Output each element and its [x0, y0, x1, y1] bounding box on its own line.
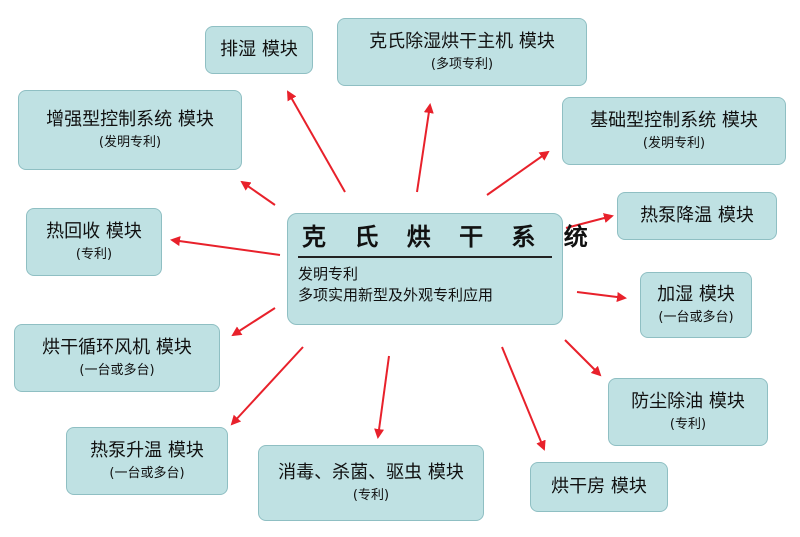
arrow-to-hongganfang [501, 346, 546, 451]
arrow-to-rehuishou [170, 236, 281, 256]
arrow-to-xiaodu [374, 355, 390, 439]
module-paishi: 排湿 模块 [205, 26, 313, 74]
module-xiaodu: 消毒、杀菌、驱虫 模块 (专利) [258, 445, 484, 521]
module-note: (多项专利) [430, 56, 494, 72]
arrow-to-zengqiang [240, 180, 276, 206]
center-line-2: 多项实用新型及外观专利应用 [298, 286, 494, 304]
module-title: 克氏除湿烘干主机 模块 [369, 30, 555, 52]
module-note: (发明专利) [98, 134, 162, 150]
module-title: 热回收 模块 [46, 220, 142, 242]
arrow-to-jiashi [576, 291, 627, 302]
arrow-to-zhuji [416, 103, 434, 193]
module-note: (发明专利) [642, 135, 706, 151]
module-jiangwen: 热泵降温 模块 [617, 192, 777, 240]
center-divider [298, 256, 552, 258]
module-jiashi: 加湿 模块 (一台或多台) [640, 272, 752, 338]
module-title: 防尘除油 模块 [631, 390, 745, 412]
center-title: 克 氏 烘 干 系 统 [302, 223, 598, 251]
module-note: (专利) [352, 487, 390, 503]
module-hongganfang: 烘干房 模块 [530, 462, 668, 512]
module-title: 烘干循环风机 模块 [42, 336, 192, 358]
module-title: 增强型控制系统 模块 [46, 108, 214, 130]
module-note: (专利) [669, 416, 707, 432]
module-title: 加湿 模块 [657, 283, 735, 305]
module-title: 基础型控制系统 模块 [590, 109, 758, 131]
arrow-to-jiangwen [565, 213, 614, 229]
arrow-to-shengwen [230, 346, 304, 426]
module-title: 热泵降温 模块 [640, 205, 754, 226]
module-note: (一台或多台) [658, 309, 734, 325]
center-line-1: 发明专利 [298, 265, 359, 283]
module-jichu: 基础型控制系统 模块 (发明专利) [562, 97, 786, 165]
module-note: (专利) [75, 246, 113, 262]
arrow-to-paishi [287, 90, 346, 193]
center-system-box: 克 氏 烘 干 系 统 发明专利 多项实用新型及外观专利应用 [287, 213, 598, 325]
module-note: (一台或多台) [109, 465, 185, 481]
arrow-to-jichu [486, 150, 550, 196]
module-title: 消毒、杀菌、驱虫 模块 [278, 461, 464, 483]
arrow-to-xunhuan [231, 307, 276, 337]
module-title: 烘干房 模块 [551, 476, 647, 497]
module-shengwen: 热泵升温 模块 (一台或多台) [66, 427, 228, 495]
module-fangchen: 防尘除油 模块 (专利) [608, 378, 768, 446]
module-zhuji: 克氏除湿烘干主机 模块 (多项专利) [337, 18, 587, 86]
module-xunhuan: 烘干循环风机 模块 (一台或多台) [14, 324, 220, 392]
arrow-to-fangchen [564, 339, 602, 377]
module-note: (一台或多台) [79, 362, 155, 378]
module-title: 热泵升温 模块 [90, 439, 204, 461]
module-title: 排湿 模块 [220, 39, 298, 60]
module-rehuishou: 热回收 模块 (专利) [26, 208, 162, 276]
module-zengqiang: 增强型控制系统 模块 (发明专利) [18, 90, 242, 170]
